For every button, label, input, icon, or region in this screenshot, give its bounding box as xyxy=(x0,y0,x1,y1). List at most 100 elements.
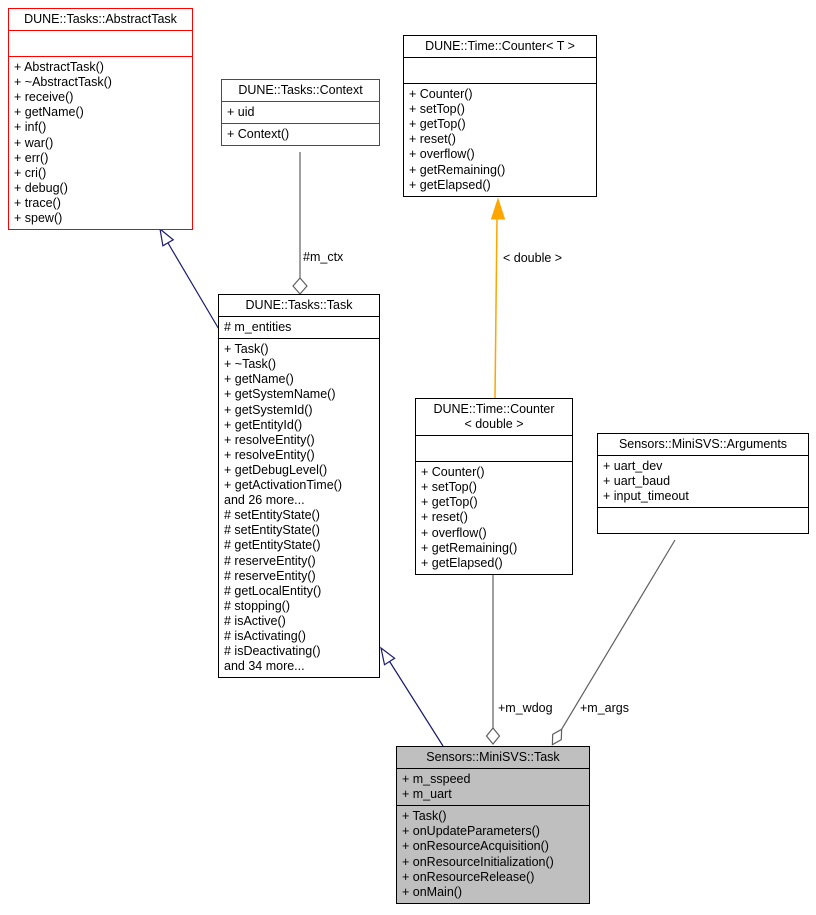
member-line: + Counter() xyxy=(409,87,473,102)
class-node-dune-time-counter-t[interactable]: DUNE::Time::Counter< T > + Counter()+ se… xyxy=(403,35,597,197)
member-line: # isDeactivating() xyxy=(224,644,321,659)
member-line: + Context() xyxy=(227,127,290,142)
member-line: + overflow() xyxy=(409,147,475,162)
class-methods: + Counter()+ setTop()+ getTop()+ reset()… xyxy=(416,461,572,574)
member-line: + debug() xyxy=(14,180,68,195)
class-methods: + Task()+ onUpdateParameters()+ onResour… xyxy=(397,805,589,903)
member-line: + spew() xyxy=(14,211,63,226)
inheritance-edge-task-to-abstracttask xyxy=(167,242,221,332)
member-line: + inf() xyxy=(14,120,47,135)
member-line: + ~Task() xyxy=(224,357,277,372)
member-line: + getEntityId() xyxy=(224,417,303,432)
member-line: # getLocalEntity() xyxy=(224,583,322,598)
class-title: DUNE::Time::Counter< T > xyxy=(425,39,575,53)
class-methods: + Counter()+ setTop()+ getTop()+ reset()… xyxy=(404,83,596,196)
member-line: + getElapsed() xyxy=(409,177,491,192)
member-line: + resolveEntity() xyxy=(224,447,315,462)
member-line: + onMain() xyxy=(402,884,463,899)
member-line: + getRemaining() xyxy=(409,162,506,177)
class-node-dune-tasks-task[interactable]: DUNE::Tasks::Task # m_entities + Task()+… xyxy=(218,294,380,679)
class-title: DUNE::Tasks::Context xyxy=(238,83,363,97)
member-line: + trace() xyxy=(14,195,61,210)
class-node-sensors-minisvs-arguments[interactable]: Sensors::MiniSVS::Arguments + uart_dev+ … xyxy=(597,433,809,535)
class-node-dune-tasks-context[interactable]: DUNE::Tasks::Context + uid + Context() xyxy=(221,79,380,147)
member-line: + reset() xyxy=(409,132,456,147)
member-line: + getTop() xyxy=(421,495,478,510)
class-methods xyxy=(598,507,808,533)
member-line: # getEntityState() xyxy=(224,538,321,553)
member-line: + Counter() xyxy=(421,465,485,480)
member-line: and 34 more... xyxy=(224,659,305,674)
inheritance-arrowhead-abstracttask xyxy=(159,227,175,247)
member-line: + getSystemId() xyxy=(224,402,313,417)
member-line: + war() xyxy=(14,135,54,150)
member-line: + getDebugLevel() xyxy=(224,462,328,477)
member-line: + AbstractTask() xyxy=(14,60,104,75)
member-line: + getElapsed() xyxy=(421,555,503,570)
member-line: # isActivating() xyxy=(224,628,306,643)
class-methods: + Context() xyxy=(222,123,379,145)
aggregation-diamond-margs xyxy=(551,728,563,746)
member-line: + cri() xyxy=(14,165,47,180)
member-line: + setTop() xyxy=(409,102,465,117)
member-line: + overflow() xyxy=(421,525,487,540)
member-line: # reserveEntity() xyxy=(224,553,316,568)
member-line: + getActivationTime() xyxy=(224,478,342,493)
class-methods: + AbstractTask()+ ~AbstractTask()+ recei… xyxy=(9,56,192,229)
member-line: + uart_dev xyxy=(603,459,663,474)
member-line: # setEntityState() xyxy=(224,523,320,538)
member-line: + getTop() xyxy=(409,117,466,132)
edge-label-m-ctx: #m_ctx xyxy=(303,250,344,264)
member-line: + err() xyxy=(14,150,49,165)
member-line: + Task() xyxy=(402,809,447,824)
member-line: + Task() xyxy=(224,342,269,357)
member-line: + onResourceInitialization() xyxy=(402,854,554,869)
class-attributes xyxy=(404,57,596,83)
member-line: + onUpdateParameters() xyxy=(402,824,540,839)
class-attributes: + m_sspeed+ m_uart xyxy=(397,768,589,805)
class-attributes: + uart_dev+ uart_baud+ input_timeout xyxy=(598,455,808,507)
member-line: + getName() xyxy=(224,372,294,387)
edge-label-m-args: +m_args xyxy=(580,701,629,715)
inheritance-edge-minisvstask-to-task xyxy=(389,661,444,747)
template-arrowhead-countert xyxy=(490,197,506,220)
member-line: + m_sspeed xyxy=(402,772,471,787)
member-line: + uid xyxy=(227,105,255,120)
member-line: # stopping() xyxy=(224,598,291,613)
member-line: # isActive() xyxy=(224,613,286,628)
member-line: + onResourceRelease() xyxy=(402,869,535,884)
template-edge-counterdouble-to-countert xyxy=(494,215,498,399)
class-methods: + Task()+ ~Task()+ getName()+ getSystemN… xyxy=(219,338,379,677)
inheritance-arrowhead-task xyxy=(380,646,396,666)
member-line: + receive() xyxy=(14,90,74,105)
member-line: + m_uart xyxy=(402,787,452,802)
class-title: DUNE::Time::Counter < double > xyxy=(433,402,555,432)
class-title: DUNE::Tasks::AbstractTask xyxy=(24,12,177,26)
member-line: and 26 more... xyxy=(224,493,305,508)
member-line: + input_timeout xyxy=(603,489,689,504)
aggregation-edge-arguments-to-minisvstask xyxy=(561,539,676,730)
class-node-dune-time-counter-double[interactable]: DUNE::Time::Counter < double > + Counter… xyxy=(415,398,573,575)
class-title: Sensors::MiniSVS::Task xyxy=(426,750,560,764)
class-attributes: + uid xyxy=(222,101,379,123)
member-line: + getSystemName() xyxy=(224,387,336,402)
member-line: # reserveEntity() xyxy=(224,568,316,583)
edge-label-double: < double > xyxy=(503,251,563,265)
aggregation-diamond-task xyxy=(292,277,308,295)
member-line: + reset() xyxy=(421,510,468,525)
aggregation-diamond-mwdog xyxy=(485,727,501,745)
class-attributes xyxy=(9,30,192,56)
member-line: # m_entities xyxy=(224,320,292,335)
class-title: DUNE::Tasks::Task xyxy=(245,298,353,312)
member-line: + getName() xyxy=(14,105,84,120)
class-node-dune-tasks-abstracttask[interactable]: DUNE::Tasks::AbstractTask + AbstractTask… xyxy=(8,8,193,231)
edge-label-m-wdog: +m_wdog xyxy=(498,701,553,715)
member-line: + resolveEntity() xyxy=(224,432,315,447)
member-line: + onResourceAcquisition() xyxy=(402,839,549,854)
member-line: + setTop() xyxy=(421,480,477,495)
member-line: + ~AbstractTask() xyxy=(14,75,112,90)
class-node-sensors-minisvs-task[interactable]: Sensors::MiniSVS::Task + m_sspeed+ m_uar… xyxy=(396,746,590,904)
class-attributes: # m_entities xyxy=(219,316,379,338)
